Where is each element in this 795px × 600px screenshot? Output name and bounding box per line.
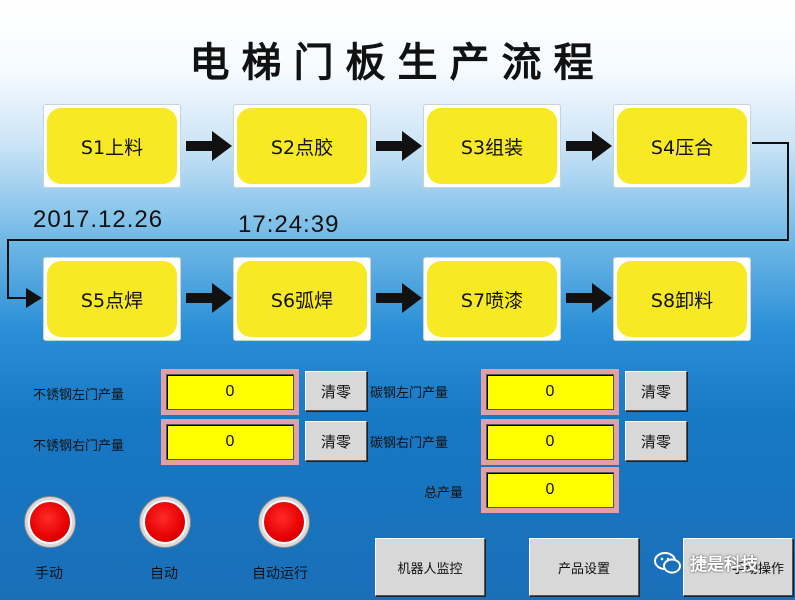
step-s2[interactable]: S2点胶 [233, 104, 371, 188]
time-display: 17:24:39 [238, 211, 340, 238]
watermark-text: 捷是科技 [690, 555, 758, 575]
total-output-field: 0 [481, 467, 619, 513]
ss-right-output-field: 0 [161, 419, 299, 465]
step-s3-label: S3组装 [427, 108, 557, 184]
clear-ss-left-button[interactable]: 清零 [305, 371, 367, 411]
step-s4-label: S4压合 [617, 108, 747, 184]
step-s7[interactable]: S7喷漆 [423, 257, 561, 341]
auto-mode-lamp [139, 496, 191, 548]
step-s1-label: S1上料 [47, 108, 177, 184]
step-s8-label: S8卸料 [617, 261, 747, 337]
clear-cs-right-button[interactable]: 清零 [625, 421, 687, 461]
cs-left-output-value: 0 [486, 374, 614, 410]
ss-left-output-field: 0 [161, 369, 299, 415]
wechat-icon [654, 551, 681, 573]
ss-right-output-label: 不锈钢右门产量 [33, 439, 125, 454]
clear-ss-right-button[interactable]: 清零 [305, 421, 367, 461]
arrow-right-icon [186, 131, 232, 161]
page-title: 电梯门板生产流程 [189, 39, 606, 86]
clear-cs-left-button[interactable]: 清零 [625, 371, 687, 411]
auto-running-lamp [258, 496, 310, 548]
step-s6[interactable]: S6弧焊 [233, 257, 371, 341]
product-settings-button[interactable]: 产品设置 [529, 538, 639, 596]
ss-left-output-label: 不锈钢左门产量 [33, 388, 125, 403]
step-s4[interactable]: S4压合 [613, 104, 751, 188]
cs-right-output-field: 0 [481, 419, 619, 465]
step-s3[interactable]: S3组装 [423, 104, 561, 188]
auto-running-label: 自动运行 [252, 566, 308, 582]
step-s8[interactable]: S8卸料 [613, 257, 751, 341]
total-output-label: 总产量 [424, 486, 464, 501]
watermark: 捷是科技 [654, 550, 758, 575]
auto-mode-label: 自动 [150, 566, 178, 582]
step-s6-label: S6弧焊 [237, 261, 367, 337]
manual-operation-button[interactable]: 手动操作 [683, 538, 793, 596]
step-s1[interactable]: S1上料 [43, 104, 181, 188]
arrow-right-icon [566, 131, 612, 161]
cs-left-output-field: 0 [481, 369, 619, 415]
cs-right-output-label: 碳钢右门产量 [370, 436, 449, 451]
arrow-right-icon [186, 283, 232, 313]
arrow-right-icon [566, 283, 612, 313]
arrow-right-icon [376, 131, 422, 161]
date-display: 2017.12.26 [33, 206, 164, 233]
ss-left-output-value: 0 [166, 374, 294, 410]
step-s7-label: S7喷漆 [427, 261, 557, 337]
step-s5[interactable]: S5点焊 [43, 257, 181, 341]
arrow-right-icon [376, 283, 422, 313]
total-output-value: 0 [486, 472, 614, 508]
cs-right-output-value: 0 [486, 424, 614, 460]
ss-right-output-value: 0 [166, 424, 294, 460]
step-s2-label: S2点胶 [237, 108, 367, 184]
manual-mode-lamp [24, 496, 76, 548]
step-s5-label: S5点焊 [47, 261, 177, 337]
robot-monitor-button[interactable]: 机器人监控 [375, 538, 485, 596]
manual-mode-label: 手动 [35, 566, 63, 582]
cs-left-output-label: 碳钢左门产量 [370, 386, 449, 401]
